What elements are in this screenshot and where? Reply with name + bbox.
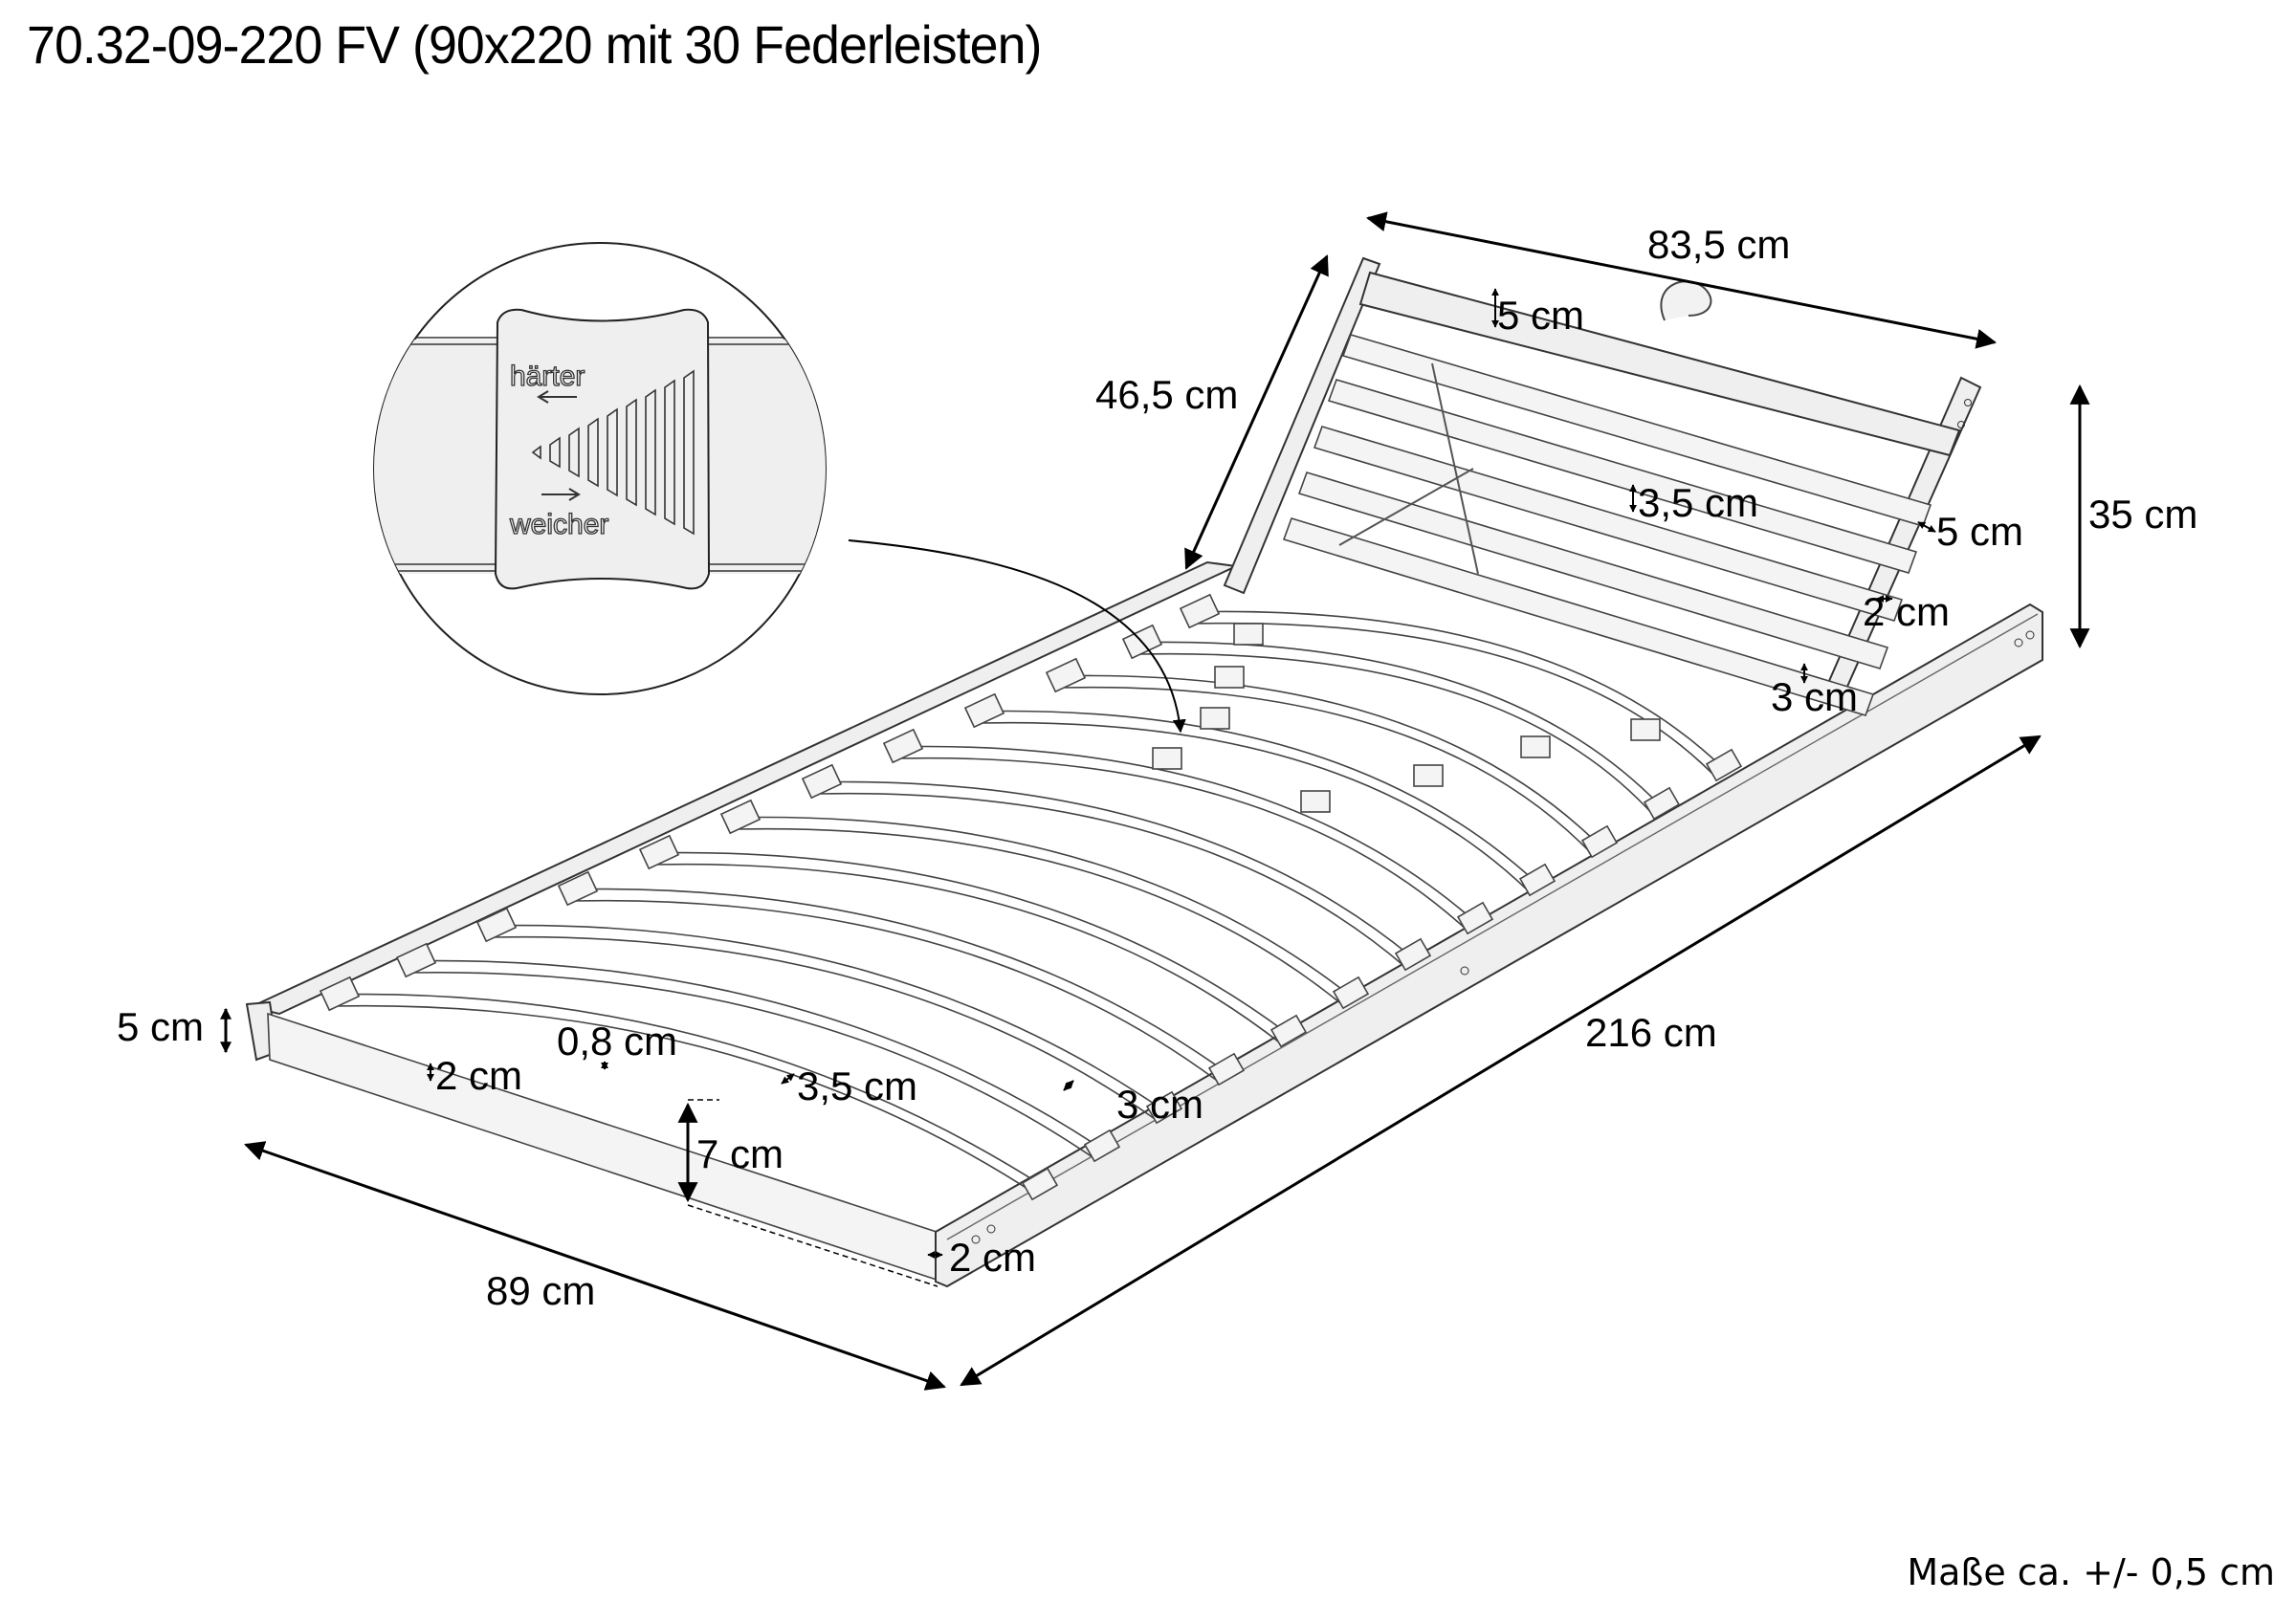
dim-headrest-slat: 3,5 cm <box>1638 480 1758 525</box>
dim-headrest-rail: 2 cm <box>1863 589 1950 634</box>
dim-headrest-length: 46,5 cm <box>1095 372 1238 417</box>
firmness-slider-cap <box>494 308 711 590</box>
total-length-arrow <box>960 735 2042 1387</box>
dim-headrest-top-slat: 5 cm <box>1497 293 1584 338</box>
dimension-lines <box>220 211 2090 1391</box>
dim-slat-width: 3,5 cm <box>797 1064 917 1108</box>
total-width-arrow <box>244 1141 946 1391</box>
headrest-length-arrow <box>1184 254 1329 570</box>
dim-total-length: 216 cm <box>1585 1010 1717 1055</box>
arrow-left-icon <box>537 390 577 404</box>
tolerance-note: Maße ca. +/- 0,5 cm <box>1907 1551 2275 1593</box>
headrest <box>1223 256 1982 716</box>
dim-headrest-gap: 3 cm <box>1771 674 1858 719</box>
arrow-right-icon <box>541 488 581 501</box>
dim-slat-thickness: 0,8 cm <box>557 1019 677 1064</box>
dim-slat-spacing: 3 cm <box>1116 1082 1203 1127</box>
inset-label-harder: härter <box>510 361 585 392</box>
dim-headrest-width: 83,5 cm <box>1647 222 1790 267</box>
headrest-width-arrow <box>1365 211 1998 349</box>
dim-headrest-height: 35 cm <box>2088 492 2197 537</box>
dim-headrest-post: 5 cm <box>1936 509 2023 554</box>
dimension-labels: 83,5 cm 46,5 cm 5 cm 3,5 cm 5 cm 2 cm 3 … <box>117 222 2197 1313</box>
detail-inset: härter weicher <box>373 242 1186 734</box>
dim-frame-height: 7 cm <box>696 1131 784 1176</box>
dim-rail-thickness: 2 cm <box>435 1053 522 1098</box>
firmness-sliders <box>1152 623 1661 813</box>
pull-strap-icon <box>1660 280 1712 321</box>
firmness-scale-icon <box>531 369 695 536</box>
inset-label-softer: weicher <box>509 509 608 540</box>
dim-end-height: 5 cm <box>117 1004 204 1049</box>
inset-connector-arrow <box>848 539 1186 734</box>
dim-end-rail: 2 cm <box>949 1235 1036 1280</box>
dim-total-width: 89 cm <box>486 1268 595 1313</box>
page-title: 70.32-09-220 FV (90x220 mit 30 Federleis… <box>27 14 1042 75</box>
